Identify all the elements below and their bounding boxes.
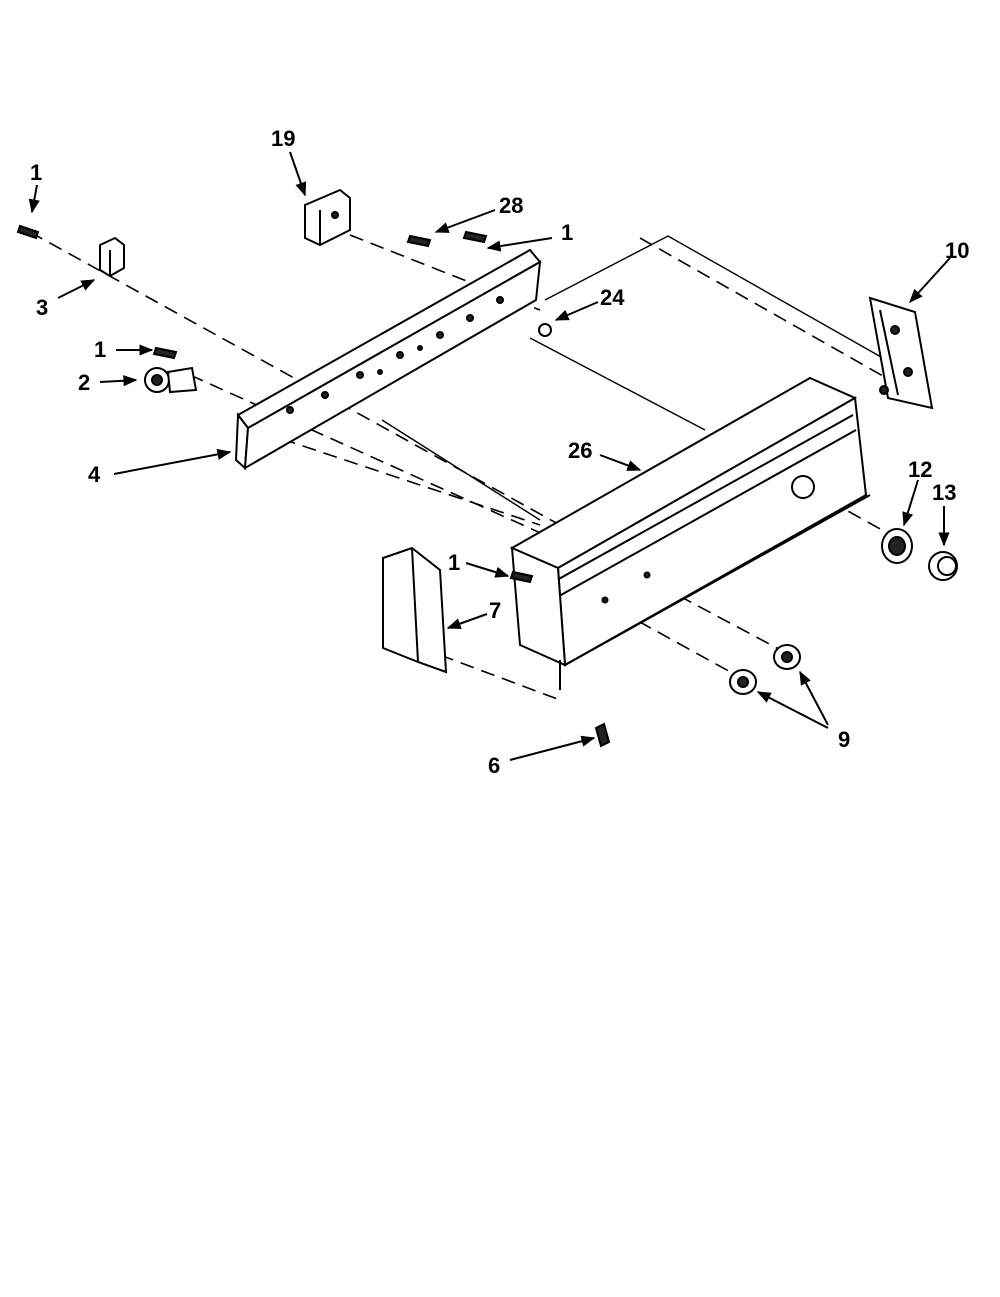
callout-labels: 1 3 19 28 1 24 10 1 2 4 26 12 13 1 7 9 6 xyxy=(30,126,969,778)
callout-19: 19 xyxy=(271,126,295,151)
callout-13: 13 xyxy=(932,480,956,505)
console-panel xyxy=(509,376,871,690)
cabinet-top-outline xyxy=(381,235,919,521)
bracket-3 xyxy=(99,236,125,278)
callout-10: 10 xyxy=(945,238,969,263)
callout-1: 1 xyxy=(448,550,460,575)
knob-bezel-12 xyxy=(881,528,913,564)
bracket-10 xyxy=(868,296,934,410)
callout-26: 26 xyxy=(568,438,592,463)
rail-holes xyxy=(286,296,504,414)
callout-1: 1 xyxy=(30,160,42,185)
callout-24: 24 xyxy=(600,285,625,310)
screws xyxy=(16,224,611,748)
end-cap xyxy=(382,546,448,674)
callout-9: 9 xyxy=(838,727,850,752)
switch-2 xyxy=(144,366,198,394)
callout-6: 6 xyxy=(488,753,500,778)
control-rail xyxy=(234,248,542,471)
callout-1: 1 xyxy=(94,337,106,362)
callout-1: 1 xyxy=(561,220,573,245)
knob-13 xyxy=(928,551,958,581)
bracket-19 xyxy=(304,188,351,247)
knob-9 xyxy=(729,644,801,695)
callout-4: 4 xyxy=(88,462,101,487)
callout-3: 3 xyxy=(36,295,48,320)
callout-12: 12 xyxy=(908,457,932,482)
callout-28: 28 xyxy=(499,193,523,218)
leader-arrows xyxy=(28,151,951,761)
callout-7: 7 xyxy=(489,598,501,623)
callout-2: 2 xyxy=(78,370,90,395)
